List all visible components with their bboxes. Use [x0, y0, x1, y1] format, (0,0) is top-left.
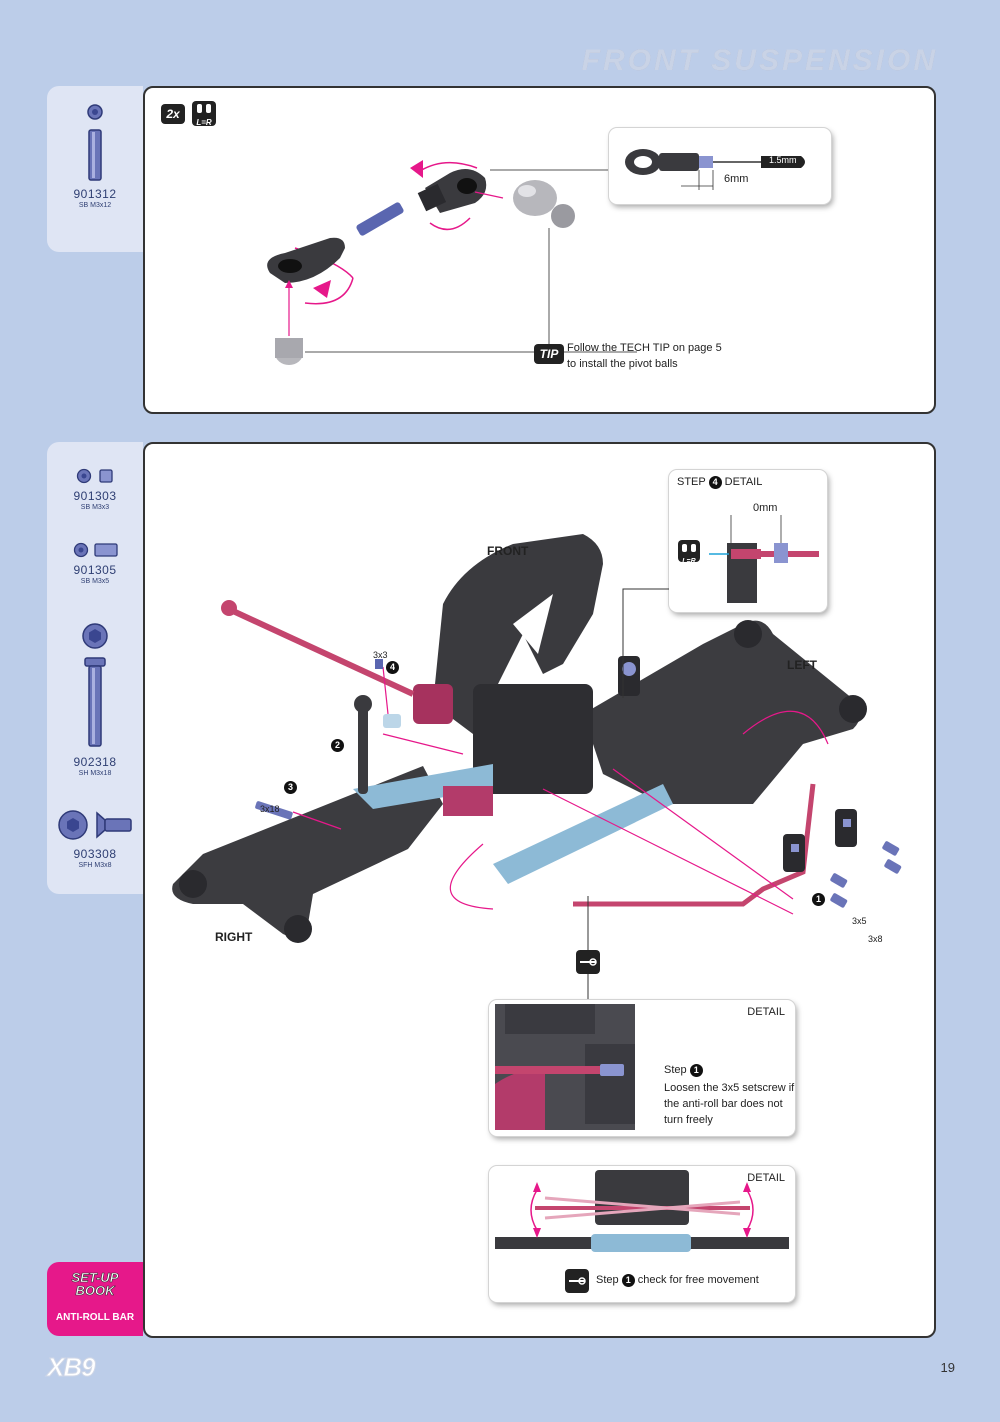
step-panel-2: FRONT LEFT RIGHT 3x3 4 2 3 3x18 1 3x5 3x…	[143, 442, 936, 1338]
free-movement-illustration	[495, 1170, 789, 1252]
detail-title: DETAIL	[747, 1006, 785, 1018]
rod-end-assembly-illustration	[267, 160, 637, 365]
step-4-marker: 4	[386, 661, 399, 674]
step-1-marker: 1	[812, 893, 825, 906]
lr-label: L=R	[196, 118, 212, 127]
right-label: RIGHT	[215, 930, 253, 944]
part-desc: SFH M3x8	[78, 862, 112, 869]
parts-sidebar-1: 901312 SB M3x12	[47, 86, 143, 252]
screw-3x8-label: 3x8	[868, 934, 883, 944]
part-number: 901312	[73, 187, 117, 201]
part-901312: 901312 SB M3x12	[47, 104, 143, 209]
front-label: FRONT	[487, 544, 529, 558]
dimension-label: 6mm	[724, 173, 749, 185]
detail-step-num: 4	[708, 476, 722, 489]
detail-step-label: Step	[596, 1274, 619, 1286]
detail-line-1: Loosen the 3x5 setscrew if	[664, 1082, 795, 1094]
detail-title: DETAIL	[747, 1172, 785, 1184]
step4-detail-callout: STEP 4 DETAIL 0mm L=R	[669, 470, 827, 612]
step-2-marker: 2	[331, 739, 344, 752]
parts-sidebar-2: 901303 SB M3x3 901305 SB M3x5 902318 SH …	[47, 442, 143, 894]
part-number: 903308	[73, 847, 117, 861]
setup-line-1: SET-UP	[71, 1270, 119, 1286]
allen-wrench-icon	[565, 1269, 589, 1293]
lr-icon: L=R	[192, 101, 216, 127]
lr-icon: L=R	[678, 540, 700, 565]
section-label: ANTI-ROLL BAR	[55, 1312, 135, 1323]
setup-line-2: BOOK	[75, 1283, 115, 1299]
detail-callout-2: DETAIL Step 1 check for free movement	[489, 1166, 795, 1302]
part-desc: SB M3x3	[80, 504, 110, 511]
left-label: LEFT	[787, 658, 817, 672]
lr-label: L=R	[682, 558, 696, 565]
detail-line-2: the anti-roll bar does not	[664, 1098, 783, 1110]
anti-roll-bar-setscrew-illustration	[495, 1004, 635, 1130]
detail-text: check for free movement	[637, 1274, 759, 1286]
step-panel-1: 2x L=R	[143, 86, 936, 414]
setscrew-icon	[73, 542, 118, 558]
tip-line-1: Follow the TECH TIP on page 5	[567, 342, 722, 354]
part-903308: 903308 SFH M3x8	[47, 808, 143, 869]
setscrew-icon	[76, 468, 113, 484]
detail-callout-1: DETAIL Step 1 Loosen the 3x5 setscrew if…	[489, 1000, 795, 1136]
page-title: FRONT SUSPENSION	[581, 44, 938, 77]
allen-wrench-icon	[576, 950, 600, 974]
page-number: 19	[940, 1360, 955, 1375]
step4-detail-illustration	[709, 515, 819, 603]
part-901305: 901305 SB M3x5	[47, 542, 143, 585]
front-suspension-illustration	[172, 534, 902, 943]
part-desc: SH M3x18	[78, 770, 112, 777]
detail-title: STEP 4 DETAIL	[677, 476, 762, 489]
part-number: 901303	[73, 489, 117, 503]
part-number: 902318	[73, 755, 117, 769]
detail-step: Step 1 check for free movement	[596, 1274, 759, 1287]
part-902318: 902318 SH M3x18	[47, 622, 143, 777]
tool-size-label: 1.5mm	[769, 155, 797, 165]
cap-screw-icon	[82, 623, 108, 747]
rod-end-measure-illustration	[625, 149, 805, 190]
step-3-marker: 3	[284, 781, 297, 794]
tool-callout: 1.5mm 6mm	[609, 128, 831, 204]
part-desc: SB M3x5	[80, 578, 110, 585]
setup-book-tab[interactable]: SET-UP BOOK ANTI-ROLL BAR	[47, 1262, 143, 1336]
detail-title-suffix: DETAIL	[724, 476, 763, 488]
tip-line-2: to install the pivot balls	[567, 358, 678, 370]
detail-title-text: STEP	[677, 476, 706, 488]
tip-badge: TIP	[534, 344, 564, 364]
screw-3x3-label: 3x3	[373, 650, 388, 660]
part-desc: SB M3x12	[78, 202, 112, 209]
screw-3x18-label: 3x18	[260, 804, 280, 814]
detail-step: Step 1	[664, 1064, 703, 1077]
flathead-screw-icon	[58, 810, 132, 840]
screw-icon	[87, 104, 103, 181]
part-number: 901305	[73, 563, 117, 577]
detail-step-num: 1	[689, 1064, 703, 1077]
detail-line-3: turn freely	[664, 1114, 713, 1126]
detail-step-num: 1	[621, 1274, 635, 1287]
detail-step-label: Step	[664, 1064, 687, 1076]
quantity-badge: 2x	[161, 104, 185, 124]
screw-3x5-label: 3x5	[852, 916, 867, 926]
brand-logo: XB9	[47, 1352, 97, 1383]
part-901303: 901303 SB M3x3	[47, 468, 143, 511]
detail-dimension: 0mm	[753, 502, 778, 514]
detail-leader	[622, 588, 669, 698]
